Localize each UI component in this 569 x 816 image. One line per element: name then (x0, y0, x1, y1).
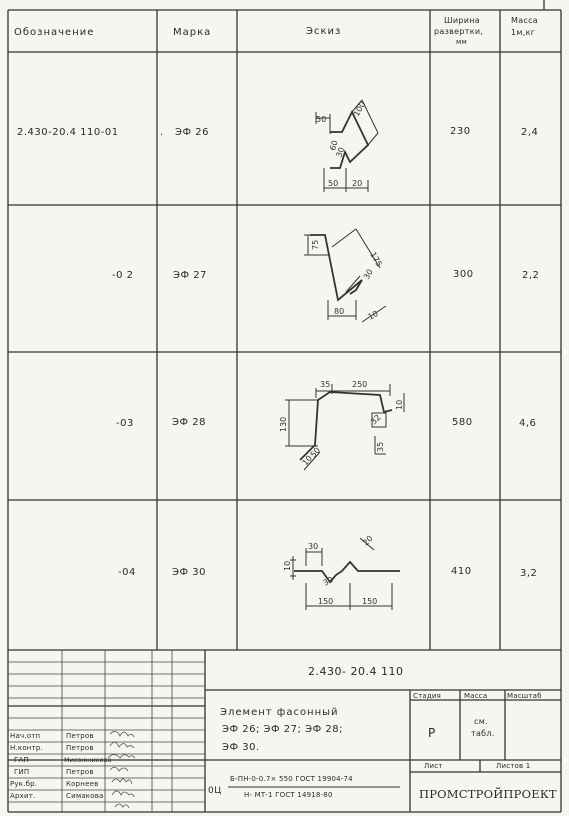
staff-name-4: Петров (66, 768, 94, 776)
row3-width: 580 (452, 417, 473, 428)
staff-role-6: Архит. (10, 792, 36, 800)
material-line2: Н- МТ-1 ГОСТ 14918-80 (244, 791, 333, 799)
staff-role-2: Н.контр. (10, 744, 43, 752)
material-prefix: 0Ц (208, 786, 222, 796)
staff-name-3: Мисожникова (64, 756, 112, 764)
row2-mark: ЭФ 27 (173, 270, 207, 281)
dim-r2-75: 75 (311, 240, 320, 250)
sheets-label: Листов 1 (496, 762, 531, 770)
dim-r1-60: 60 (328, 139, 339, 151)
scale-label: Масштаб (507, 692, 542, 700)
row2-width: 300 (453, 269, 474, 280)
header-sketch: Эскиз (306, 26, 342, 37)
title-line1: Элемент фасонный (220, 707, 339, 718)
dim-r4-30: 30 (308, 542, 318, 551)
material-line1: Б-ПН-0-0.7× 550 ГОСТ 19904-74 (230, 775, 353, 783)
row1-width: 230 (450, 126, 471, 137)
mass-label: Масса (464, 692, 488, 700)
dim-r4-30b: 30 (322, 575, 335, 588)
stage-label: Стадия (413, 692, 442, 700)
header-width-line2: развертки, (434, 27, 484, 36)
title-line3: ЭФ 30. (222, 742, 260, 753)
dim-r4-10: 10 (283, 561, 292, 571)
row4-mark: ЭФ 30 (172, 567, 206, 578)
stage-value: Р (428, 726, 436, 740)
dim-r3-35b: 35 (376, 442, 385, 452)
staff-name-2: Петров (66, 744, 94, 752)
dim-r4-150a: 150 (318, 597, 333, 606)
header-mass-line2: 1м,кг (511, 28, 536, 37)
dim-r2-80: 80 (334, 307, 344, 316)
staff-name-1: Петров (66, 732, 94, 740)
dim-r3-250: 250 (352, 380, 367, 389)
staff-role-3: ГАП (14, 756, 29, 764)
dim-r4-150b: 150 (362, 597, 377, 606)
header-mark: Марка (173, 27, 212, 38)
mass-value-line1: см. (474, 717, 488, 726)
staff-name-5: Корнеев (66, 780, 99, 788)
staff-role-5: Рук.бр. (10, 780, 38, 788)
sheet-label: Лист (424, 762, 443, 770)
row1-mass: 2,4 (521, 127, 539, 138)
dim-r1-50: 50 (316, 115, 326, 124)
row1-designation: 2.430-20.4 110-01 (17, 127, 119, 138)
row2-designation: -0 2 (112, 270, 134, 281)
row1-bullet: . (160, 127, 164, 138)
mass-value-line2: табл. (471, 729, 495, 738)
row2-mass: 2,2 (522, 270, 540, 281)
row4-designation: -04 (118, 567, 136, 578)
header-width-unit: мм (456, 38, 467, 46)
dim-r2-10: 10 (367, 309, 380, 322)
staff-role-1: Нач.отп (10, 732, 41, 740)
signatures (107, 731, 136, 809)
staff-role-4: ГИП (14, 768, 30, 776)
row3-mark: ЭФ 28 (172, 417, 206, 428)
dim-r3-130: 130 (279, 417, 288, 432)
row4-mass: 3,2 (520, 568, 538, 579)
staff-name-6: Симакова (66, 792, 104, 800)
dim-r3-35: 35 (320, 380, 330, 389)
header-width-line1: Ширина (444, 16, 480, 25)
header-designation: Обозначение (14, 27, 95, 38)
row4-width: 410 (451, 566, 472, 577)
title-block-code: 2.430- 20.4 110 (308, 665, 404, 678)
dim-r3-10: 10 (395, 400, 404, 410)
dim-r1-30: 30 (334, 146, 346, 159)
title-line2: ЭФ 26; ЭФ 27; ЭФ 28; (222, 724, 343, 735)
row1-mark: ЭФ 26 (175, 127, 209, 138)
organization-name: ПРОМСТРОЙПРОЕКТ (419, 787, 557, 801)
dim-r1-20: 20 (352, 179, 362, 188)
header-mass-line1: Масса (511, 16, 539, 25)
dim-r1-50b: 50 (328, 179, 338, 188)
row3-designation: -03 (116, 418, 134, 429)
dim-r2-30: 30 (362, 268, 375, 281)
row3-mass: 4,6 (519, 418, 537, 429)
